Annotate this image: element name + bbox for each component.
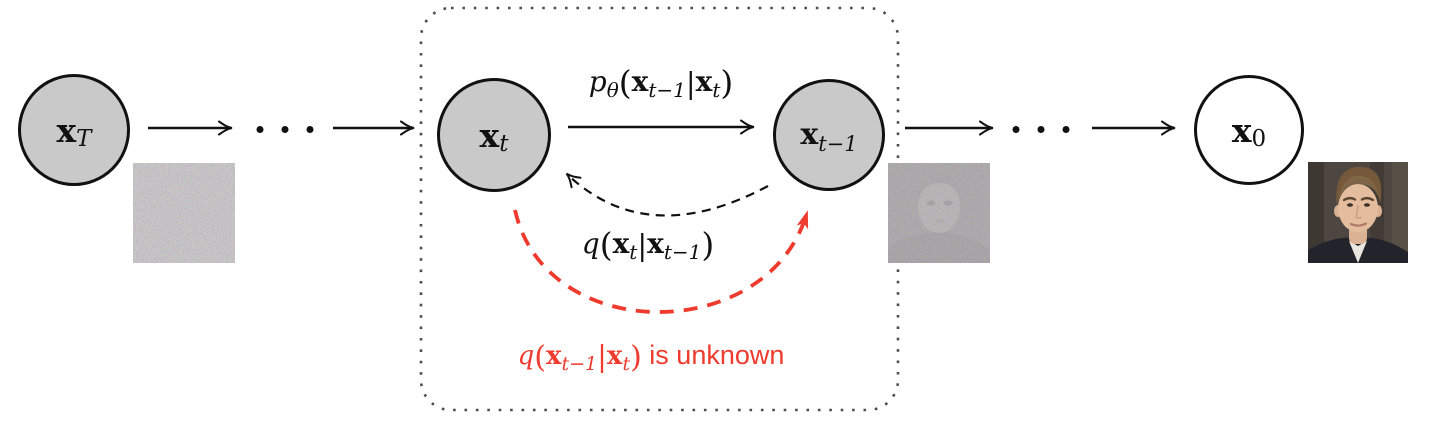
face-photo-graphic	[1308, 162, 1408, 263]
node-label: x	[1231, 110, 1252, 150]
node-label: x	[479, 115, 500, 155]
noise-image	[133, 163, 235, 263]
unknown-posterior-label: q(xt−1|xt) is unknown	[517, 339, 785, 375]
forward-process-label: q(xt|xt−1)	[581, 225, 715, 264]
reverse-process-label: pθ(xt−1|xt)	[588, 63, 734, 102]
gaussian-noise-graphic	[133, 163, 235, 263]
forward-process-arrow	[565, 172, 769, 217]
ellipsis-left	[256, 119, 314, 137]
noisy-face-graphic	[888, 163, 990, 263]
noisy-face-image	[888, 163, 990, 263]
ellipsis-right	[1012, 119, 1070, 137]
dotted-region-border	[419, 6, 900, 412]
node-label: x	[800, 117, 819, 152]
node-label: x	[56, 110, 77, 150]
unknown-posterior-arrow	[513, 209, 809, 314]
face-image	[1308, 162, 1408, 263]
